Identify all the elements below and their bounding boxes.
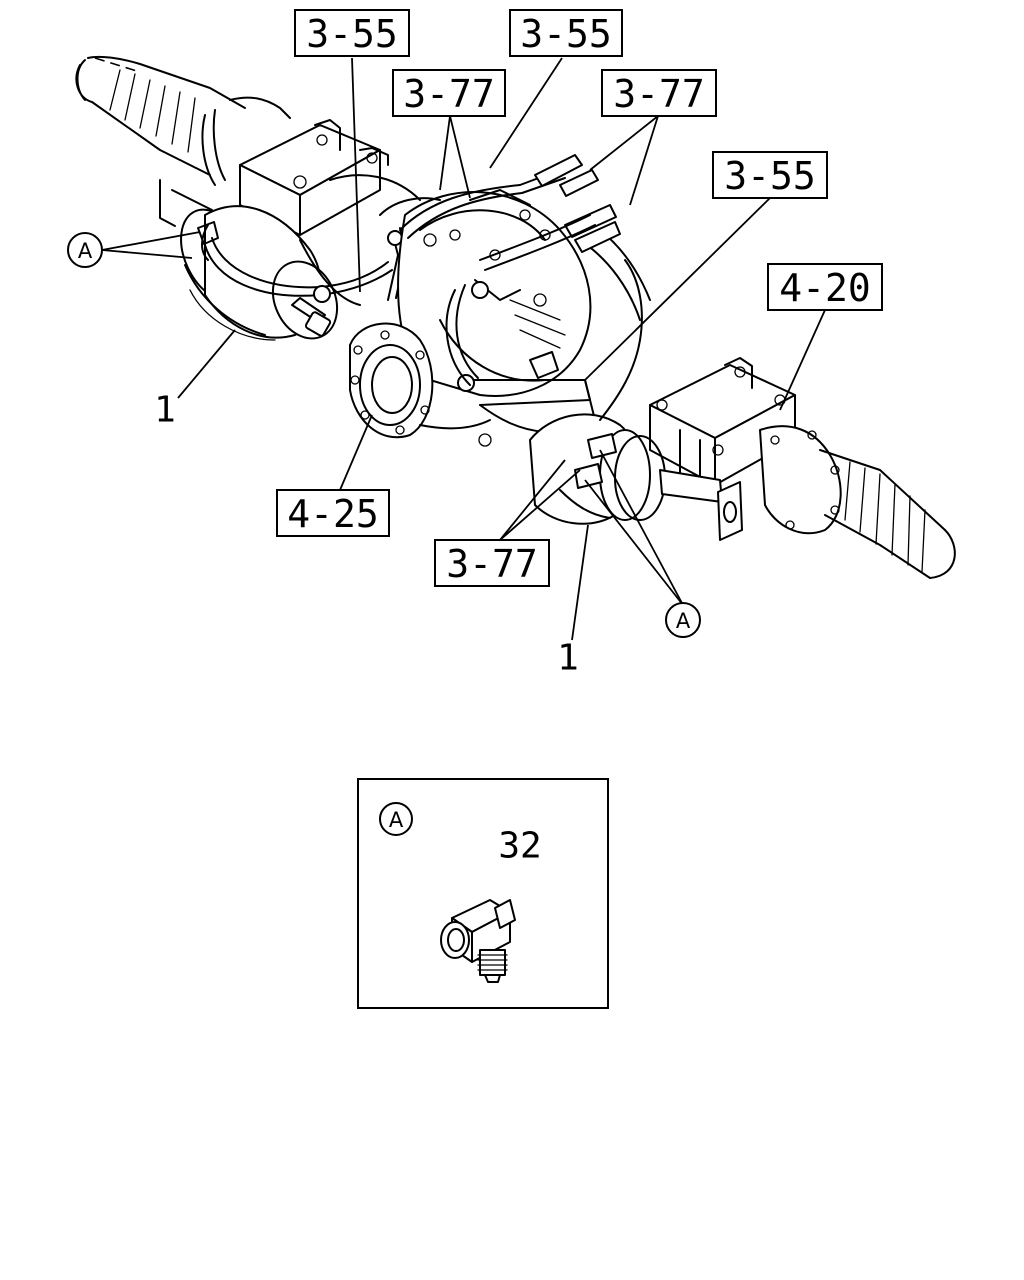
- ref-3-77-bottom[interactable]: 3-77: [434, 539, 550, 587]
- ref-4-20[interactable]: 4-20: [767, 263, 883, 311]
- detail-marker-label: A: [389, 808, 404, 832]
- right-brake-chamber: [529, 413, 743, 541]
- ref-3-77-bottom-label: 3-77: [446, 542, 538, 586]
- elbow-fitting-part: [440, 899, 516, 983]
- ref-3-55-mid-label: 3-55: [520, 12, 612, 56]
- rear-axle-illustration: [75, 55, 956, 579]
- left-axle-tube: [75, 55, 291, 186]
- leader-lines: [101, 57, 826, 909]
- right-spring-seat: [649, 357, 796, 491]
- ref-3-77-right[interactable]: 3-77: [601, 69, 717, 117]
- left-air-lines: [197, 221, 407, 303]
- ref-3-77-left-label: 3-77: [403, 72, 495, 116]
- marker-a-right: A: [665, 602, 701, 638]
- background-outline: [379, 197, 643, 421]
- ref-4-20-label: 4-20: [779, 266, 871, 310]
- ref-3-55-left[interactable]: 3-55: [294, 9, 410, 57]
- left-brake-chamber: [159, 179, 339, 341]
- right-axle-tube: [759, 425, 956, 579]
- detail-a-inset: A 32: [357, 778, 609, 1009]
- marker-a-left-label: A: [78, 239, 93, 263]
- detail-part-32-label: 32: [498, 826, 541, 867]
- ref-3-55-right-label: 3-55: [724, 154, 816, 198]
- ref-3-77-left[interactable]: 3-77: [392, 69, 506, 117]
- ref-4-25-label: 4-25: [287, 492, 379, 536]
- marker-a-right-label: A: [676, 609, 691, 633]
- ref-4-25[interactable]: 4-25: [276, 489, 390, 537]
- ref-3-55-left-label: 3-55: [306, 12, 398, 56]
- marker-a-left: A: [67, 232, 103, 268]
- ref-3-55-right[interactable]: 3-55: [712, 151, 828, 199]
- upper-valves: [399, 154, 621, 386]
- ref-3-55-mid[interactable]: 3-55: [509, 9, 623, 57]
- part-1-right-label: 1: [557, 638, 579, 679]
- hub-flange: [349, 322, 491, 439]
- right-bracket: [457, 374, 596, 433]
- part-1-left-label: 1: [154, 390, 176, 431]
- left-spring-seat: [239, 119, 389, 236]
- ref-3-77-right-label: 3-77: [613, 72, 705, 116]
